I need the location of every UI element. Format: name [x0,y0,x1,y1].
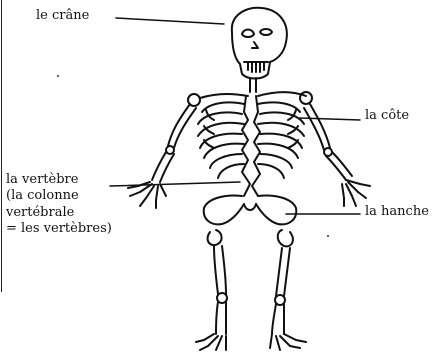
ribcage-left-icon [198,102,244,178]
ribcage-right-icon [258,102,304,178]
skull-label: le crâne [36,8,89,24]
left-leg-icon [196,246,227,350]
spine-icon [242,96,260,196]
pelvis-icon [204,196,297,247]
right-leg-icon [270,248,306,350]
hip-label: la hanche [365,204,429,220]
rib-pointer-line [300,118,360,120]
vertebra-label-line4: = les vertèbres) [6,221,112,237]
vertebra-pointer-line [110,182,240,186]
vertebra-label-line1: la vertèbre [6,172,112,188]
skull-pointer-line [116,18,224,24]
vertebra-label-line2: (la colonne [6,188,112,204]
vertebra-label: la vertèbre (la colonne vertébrale = les… [6,172,112,237]
rib-label: la côte [365,108,409,124]
left-arm-icon [128,104,196,208]
skull-icon [232,8,287,79]
vertebra-label-line3: vertébrale [6,205,112,221]
